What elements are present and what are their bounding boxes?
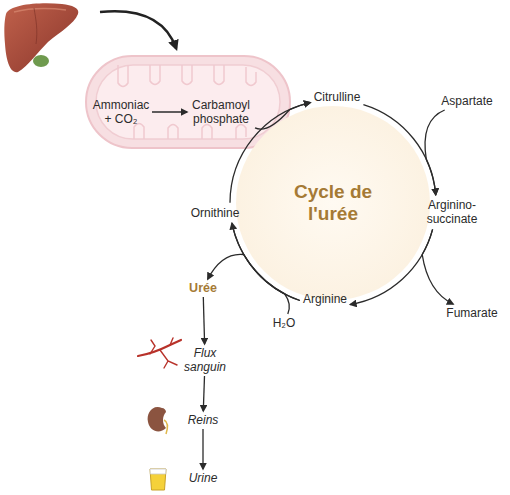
flow-arrow — [152, 111, 187, 112]
process-label: H₂O — [273, 316, 296, 330]
process-label: Citrulline — [314, 90, 361, 104]
node-text: Carbamoyl phosphate — [189, 98, 253, 126]
process-label: Ornithine — [191, 206, 240, 220]
process-label: Flux sanguin — [179, 346, 231, 374]
node-text: Ornithine — [191, 206, 240, 220]
cycle-arrow — [422, 229, 453, 304]
node-text: Reins — [188, 413, 219, 427]
node-text: Fumarate — [446, 306, 497, 320]
kidney-icon — [148, 407, 168, 434]
node-text: Urine — [189, 471, 218, 485]
process-label: Ammoniac + CO₂ — [92, 98, 150, 126]
node-text: Aspartate — [441, 94, 492, 108]
process-label: Urine — [189, 471, 218, 485]
process-label: Fumarate — [446, 306, 497, 320]
cycle-circle: Cycle de l'urée — [236, 106, 430, 300]
process-label: Arginine — [303, 292, 347, 306]
node-text: Arginine — [303, 292, 347, 306]
node-text: H₂O — [273, 316, 296, 330]
process-label: Reins — [188, 413, 219, 427]
flow-arrow — [203, 297, 204, 344]
process-label: Carbamoyl phosphate — [189, 98, 253, 126]
node-text: Ammoniac + CO₂ — [92, 98, 150, 126]
urine-cup-icon — [150, 469, 166, 490]
node-text: Urée — [189, 281, 217, 295]
blood-vessel-icon — [138, 338, 181, 368]
cycle-arrow — [425, 110, 445, 195]
process-label: Urée — [189, 281, 217, 295]
flow-arrow — [203, 376, 204, 411]
node-text: Cycle de l'urée — [285, 181, 381, 225]
process-label: Aspartate — [441, 94, 492, 108]
node-text: Flux sanguin — [179, 346, 231, 374]
flow-arrow — [202, 429, 203, 469]
process-label: Arginino- succinate — [418, 198, 486, 226]
mitochondrion-illustration — [86, 56, 290, 148]
liver-illustration — [4, 3, 78, 72]
node-text: Arginino- succinate — [418, 198, 486, 226]
node-text: Citrulline — [314, 90, 361, 104]
liver-arrow — [100, 11, 176, 48]
